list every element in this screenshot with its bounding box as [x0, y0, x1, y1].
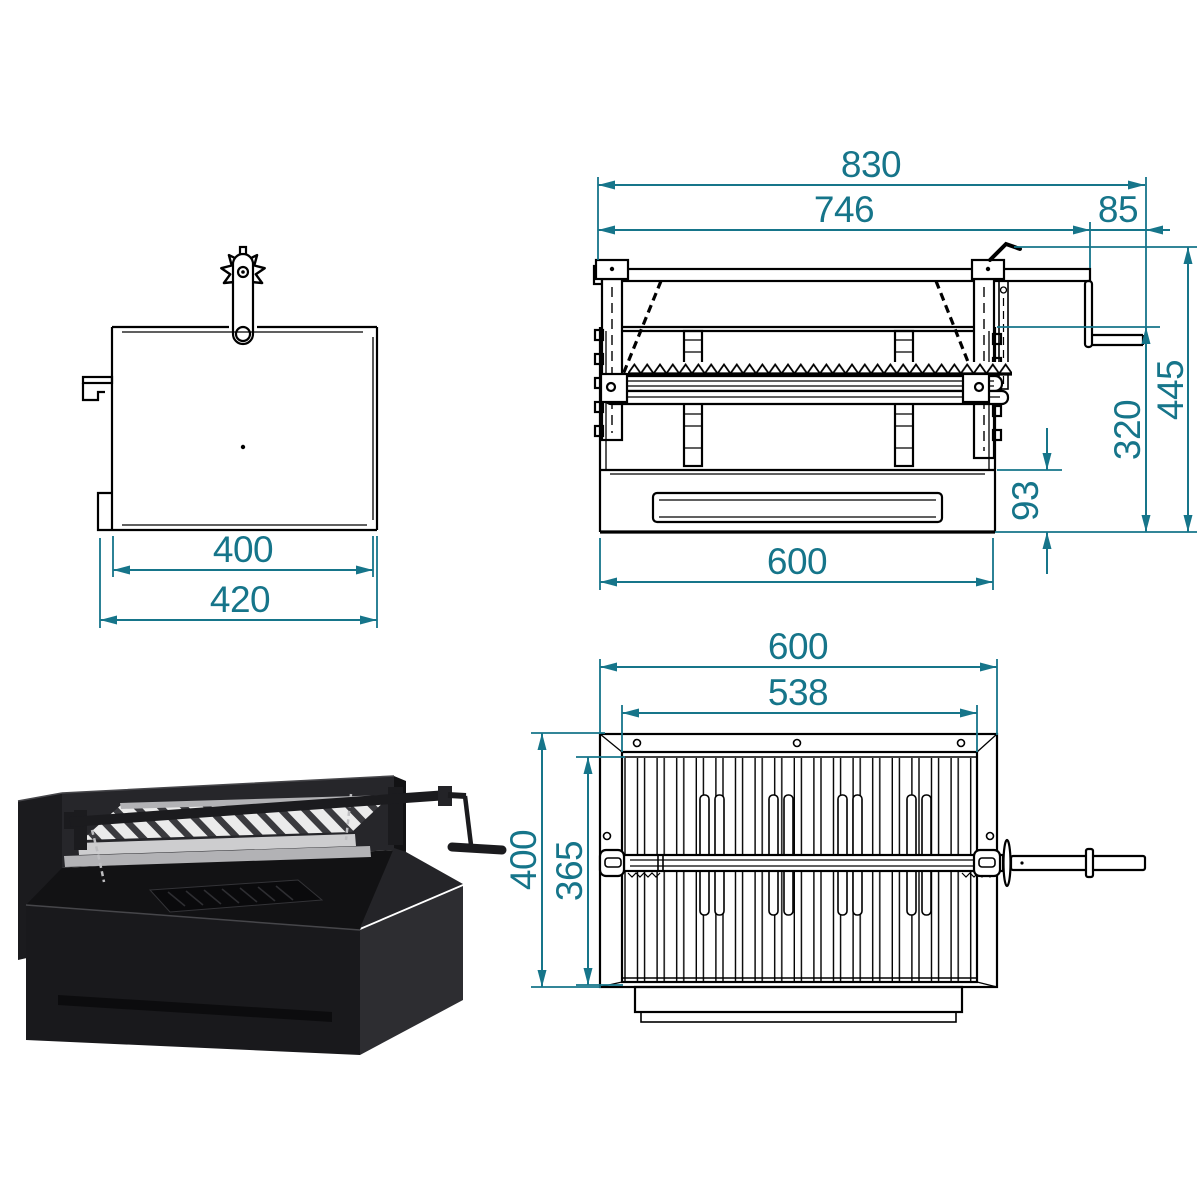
firebox-walls	[598, 325, 997, 532]
side-view-dimensions: 400 420	[99, 529, 378, 628]
render-grate-front-rail	[78, 834, 356, 855]
dim-label-746: 746	[814, 189, 874, 230]
front-view-body	[592, 241, 1145, 534]
render-grate-back-rail	[120, 795, 390, 809]
render-chain-right	[344, 793, 353, 841]
body-inner-lines	[122, 331, 374, 526]
rim-bevels	[599, 733, 998, 988]
front-view: 830 746 85 445 320 93	[592, 144, 1197, 590]
render-edge-highlights	[17, 775, 395, 931]
grate-front	[599, 362, 1012, 406]
crank-axle-dot	[241, 270, 245, 274]
render-3d	[17, 775, 507, 1055]
dim-label-top-400: 400	[503, 830, 544, 890]
dim-label-93: 93	[1005, 481, 1046, 521]
front-view-dimensions: 830 746 85 445 320 93	[597, 144, 1197, 590]
top-view-body	[598, 732, 1147, 1023]
wall-bracket-hanger	[1083, 279, 1094, 349]
chain-left	[620, 280, 663, 378]
axle-bearing-left	[598, 848, 626, 878]
dim-label-830: 830	[841, 144, 901, 185]
crank-arm	[231, 252, 255, 346]
render-grate-lower-rail	[64, 846, 371, 867]
wall-hook-bar	[81, 375, 114, 385]
axle-bearing-right	[972, 848, 1002, 878]
dim-label-side-420: 420	[210, 579, 270, 620]
dim-label-365: 365	[549, 841, 590, 901]
crank-arm-hole	[234, 325, 252, 343]
render-vent-plate	[148, 879, 324, 913]
center-dot	[240, 444, 246, 450]
crank-shaft	[1009, 854, 1147, 872]
ash-drawer	[651, 491, 944, 524]
top-view: 600 538 400 365	[503, 626, 1147, 1023]
dim-label-320: 320	[1107, 400, 1148, 460]
dim-label-side-400: 400	[213, 529, 273, 570]
axle-shaft	[622, 853, 1005, 873]
crank-axle-bolt	[236, 265, 250, 279]
crank-bar	[598, 267, 1092, 283]
dim-label-top-600: 600	[768, 626, 828, 667]
crank-disc	[1002, 838, 1012, 888]
crank-collar	[1084, 847, 1095, 879]
rack-strip	[998, 280, 1009, 390]
spit-axle	[598, 838, 1147, 888]
ratchet-teeth-left	[627, 872, 661, 878]
render-drawer-groove	[58, 995, 332, 1022]
render-chain-left	[90, 829, 106, 883]
top-view-dimensions: 600 538 400 365	[503, 626, 998, 988]
side-view: 400 420	[81, 245, 379, 628]
back-plate-step	[96, 491, 112, 532]
dim-label-538: 538	[768, 672, 828, 713]
side-view-body	[81, 245, 379, 532]
dim-label-front-600: 600	[767, 541, 827, 582]
top-drawer-front	[633, 985, 964, 1014]
wall-hook	[81, 383, 105, 402]
render-crank	[438, 786, 507, 855]
wall-bracket-shelf	[1092, 333, 1145, 347]
dim-label-85: 85	[1098, 189, 1138, 230]
render-right-wall-outer	[360, 848, 463, 928]
body-outline	[110, 325, 379, 532]
dim-label-445: 445	[1150, 360, 1191, 420]
chain-right	[934, 280, 976, 378]
render-top-bar	[69, 790, 449, 827]
render-front-face	[26, 905, 360, 1055]
top-drawer-lip	[640, 1011, 957, 1023]
render-side-face	[360, 886, 463, 1055]
